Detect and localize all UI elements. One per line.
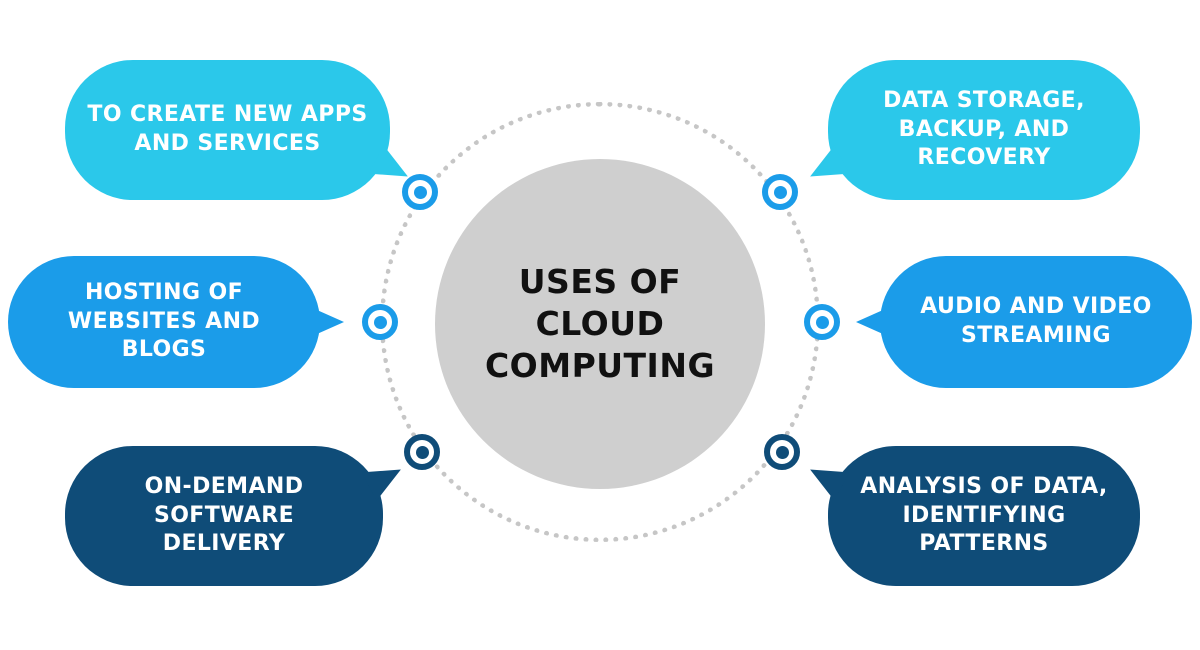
bubble-label: AUDIO AND VIDEO STREAMING xyxy=(920,294,1152,348)
ring-dot xyxy=(413,185,427,199)
bubble-analysis: ANALYSIS OF DATA, IDENTIFYING PATTERNS xyxy=(828,446,1140,586)
connector-ring-icon xyxy=(362,304,398,340)
ring-dot xyxy=(775,445,789,459)
bubble-streaming: AUDIO AND VIDEO STREAMING xyxy=(880,256,1192,388)
bubble-on-demand: ON-DEMAND SOFTWARE DELIVERY xyxy=(65,446,383,586)
bubble-tail xyxy=(362,455,409,500)
bubble-tail xyxy=(308,306,344,338)
connector-ring-icon xyxy=(402,174,438,210)
center-circle: USES OF CLOUD COMPUTING xyxy=(435,159,765,489)
connector-ring-icon xyxy=(804,304,840,340)
ring-dot xyxy=(773,185,787,199)
bubble-data-storage: DATA STORAGE, BACKUP, AND RECOVERY xyxy=(828,60,1140,200)
bubble-hosting: HOSTING OF WEBSITES AND BLOGS xyxy=(8,256,344,388)
connector-ring-icon xyxy=(404,434,440,470)
center-title: USES OF CLOUD COMPUTING xyxy=(484,261,716,386)
connector-ring-icon xyxy=(764,434,800,470)
bubble-label: TO CREATE NEW APPS AND SERVICES xyxy=(87,102,368,156)
bubble-create-apps: TO CREATE NEW APPS AND SERVICES xyxy=(65,60,390,200)
bubble-label: DATA STORAGE, BACKUP, AND RECOVERY xyxy=(883,88,1085,171)
bubble-label: ANALYSIS OF DATA, IDENTIFYING PATTERNS xyxy=(860,474,1108,557)
bubble-tail xyxy=(803,145,850,190)
bubble-label: HOSTING OF WEBSITES AND BLOGS xyxy=(67,280,261,363)
connector-ring-icon xyxy=(762,174,798,210)
bubble-tail xyxy=(803,455,850,500)
ring-dot xyxy=(373,315,387,329)
bubble-tail xyxy=(856,306,892,338)
ring-dot xyxy=(815,315,829,329)
bubble-label: ON-DEMAND SOFTWARE DELIVERY xyxy=(144,474,304,557)
ring-dot xyxy=(415,445,429,459)
